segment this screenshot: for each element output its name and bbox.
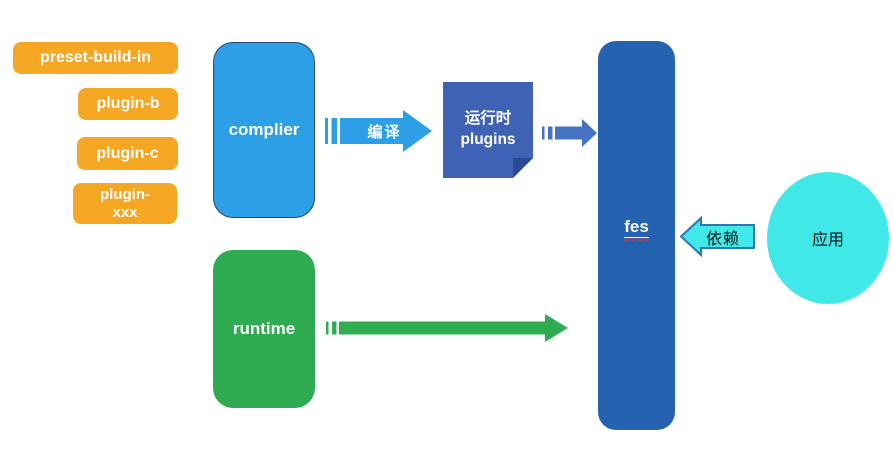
node-app: 应用 <box>767 172 889 304</box>
node-runtime: runtime <box>213 250 315 408</box>
node-fes: fes <box>598 41 675 430</box>
arrow-depends: 依赖 <box>680 216 756 257</box>
arrow-compile: 编译 <box>325 110 432 152</box>
spellcheck-squiggle: fes <box>624 217 649 238</box>
node-app-label: 应用 <box>811 232 844 249</box>
node-complier-label: complier <box>228 120 300 139</box>
arrow-depends-label: 依赖 <box>705 230 740 248</box>
chip-preset-build-in: preset-build-in <box>13 42 178 74</box>
arrow-compile-label: 编译 <box>367 123 402 141</box>
striped-right-arrow-icon <box>542 119 597 147</box>
arrow-plugins-to-fes <box>542 118 597 148</box>
striped-right-arrow-icon <box>326 314 568 342</box>
chip-plugin-xxx-label: plugin-xxx <box>100 185 150 221</box>
chip-preset-build-in-label: preset-build-in <box>39 49 152 67</box>
node-runtime-plugins: 运行时 plugins <box>443 82 533 178</box>
node-fes-label-row: fes <box>598 217 675 238</box>
node-fes-label: fes <box>624 217 649 238</box>
chip-plugin-c: plugin-c <box>77 137 178 170</box>
node-runtime-label: runtime <box>232 319 296 338</box>
chip-plugin-b-label: plugin-b <box>96 95 160 113</box>
left-arrow-icon <box>680 216 755 257</box>
chip-plugin-c-label: plugin-c <box>96 144 159 162</box>
striped-right-arrow-icon <box>325 110 432 152</box>
chip-plugin-b: plugin-b <box>78 88 178 120</box>
folded-corner-icon <box>513 158 533 178</box>
chip-plugin-xxx: plugin-xxx <box>73 183 177 224</box>
node-runtime-plugins-label: 运行时 plugins <box>460 110 516 148</box>
arrow-runtime-to-fes <box>326 314 568 342</box>
node-complier: complier <box>213 42 315 218</box>
